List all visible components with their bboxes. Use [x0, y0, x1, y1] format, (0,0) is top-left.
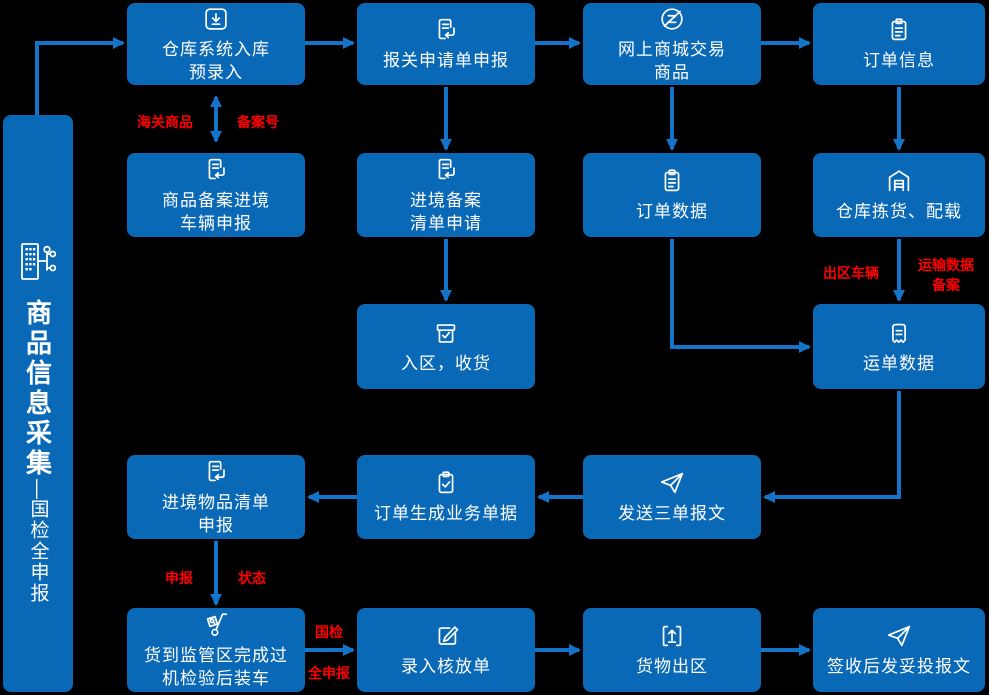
node-goods-exit-zone: 货物出区: [583, 608, 761, 692]
box-check-icon: [431, 318, 461, 348]
edge-label-national-inspection: 国检: [315, 624, 343, 640]
edge-label-status: 状态: [238, 570, 266, 586]
doc-return-icon: [431, 155, 461, 185]
dolly-icon: [201, 610, 231, 640]
node-label: 商品备案进境 车辆申报: [162, 191, 270, 233]
node-label: 订单生成业务单据: [374, 504, 518, 524]
node-label: 货物出区: [636, 657, 708, 677]
node-label: 录入核放单: [401, 657, 491, 677]
warehouse-icon: [884, 166, 914, 196]
sidebar-title-separator: —: [26, 479, 49, 499]
clipboard-icon: [884, 15, 914, 45]
node-label: 网上商城交易 商品: [618, 40, 726, 82]
node-goods-arrive-load: 货到监管区完成过 机检验后装车: [127, 608, 305, 692]
doc-return-icon: [201, 155, 231, 185]
sidebar-title-main: 商品信息采集: [22, 299, 53, 479]
building-network-icon: [16, 241, 60, 283]
node-label: 进境物品清单 申报: [162, 493, 270, 535]
upload-icon: [657, 621, 687, 651]
node-label: 进境备案 清单申请: [410, 191, 482, 233]
doc-return-icon: [201, 457, 231, 487]
clipboard-check-icon: [431, 468, 461, 498]
node-label: 订单数据: [636, 202, 708, 222]
node-label: 运单数据: [863, 353, 935, 373]
node-warehouse-preentry: 仓库系统入库 预录入: [127, 3, 305, 85]
edge-label-full-declaration: 全申报: [308, 665, 350, 681]
node-goods-record-vehicle: 商品备案进境 车辆申报: [127, 153, 305, 237]
sidebar: 商品信息采集—国检全申报: [3, 115, 73, 692]
z-circle-icon: [657, 4, 687, 34]
edge-label-customs-goods: 海关商品: [137, 114, 193, 130]
paper-plane-icon: [657, 468, 687, 498]
node-order-data: 订单数据: [583, 153, 761, 237]
node-enter-release-form: 录入核放单: [357, 608, 535, 692]
sidebar-title: 商品信息采集—国检全申报: [20, 299, 57, 604]
node-sign-delivery-message: 签收后发妥投报文: [813, 608, 985, 692]
node-label: 报关申请单申报: [383, 51, 509, 71]
node-entry-record-list: 进境备案 清单申请: [357, 153, 535, 237]
node-online-mall-goods: 网上商城交易 商品: [583, 3, 761, 85]
node-customs-declaration: 报关申请单申报: [357, 3, 535, 85]
node-label: 发送三单报文: [618, 504, 726, 524]
download-icon: [201, 4, 231, 34]
edge-label-declare: 申报: [165, 570, 193, 586]
node-entry-items-list: 进境物品清单 申报: [127, 455, 305, 539]
node-label: 入区，收货: [401, 353, 491, 373]
node-order-info: 订单信息: [813, 3, 985, 85]
node-label: 仓库拣货、配载: [836, 202, 962, 222]
doc-return-icon: [431, 15, 461, 45]
node-send-three-docs: 发送三单报文: [583, 455, 761, 539]
node-label: 签收后发妥投报文: [827, 657, 971, 677]
paper-plane-icon: [884, 621, 914, 651]
node-order-generate-docs: 订单生成业务单据: [357, 455, 535, 539]
edit-icon: [431, 621, 461, 651]
node-label: 仓库系统入库 预录入: [162, 40, 270, 82]
sidebar-title-sub: 国检全申报: [27, 499, 49, 604]
clipboard-icon: [657, 166, 687, 196]
waybill-icon: [884, 318, 914, 348]
node-label: 订单信息: [863, 51, 935, 71]
node-enter-zone-receive: 入区，收货: [357, 304, 535, 389]
edge-label-exit-vehicle: 出区车辆: [823, 265, 879, 281]
node-waybill-data: 运单数据: [813, 304, 985, 389]
edge-label-transport-data-record: 运输数据 备案: [918, 257, 974, 294]
node-label: 货到监管区完成过 机检验后装车: [144, 646, 288, 688]
edge-label-record-number: 备案号: [237, 114, 279, 130]
node-warehouse-picking: 仓库拣货、配载: [813, 153, 985, 237]
